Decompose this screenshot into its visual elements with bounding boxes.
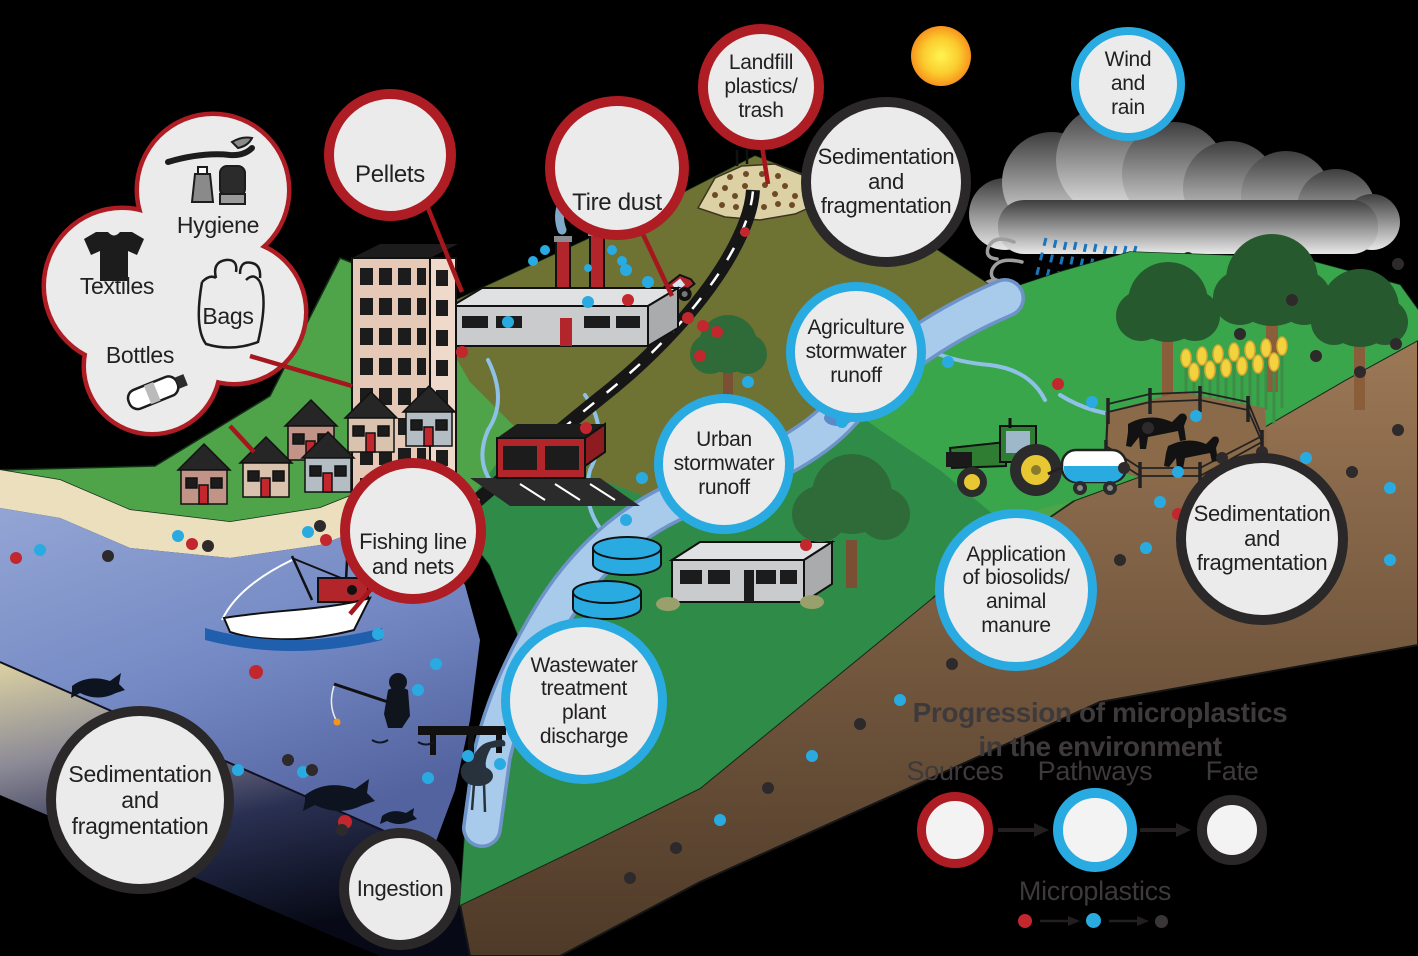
legend: Progression of microplastics in the envi… — [878, 696, 1322, 954]
microplastic-dots — [10, 227, 1404, 884]
water-tank — [1047, 448, 1128, 495]
bubble-sedimentation-bottom: Sedimentation and fragmentation — [46, 706, 234, 894]
legend-microplastics-label: Microplastics — [1018, 876, 1172, 906]
bubble-fishing-line: Fishing line and nets — [340, 458, 486, 604]
bubble-pellets: Pellets — [324, 89, 456, 221]
legend-fate-circle — [1197, 795, 1267, 865]
bubble-wastewater: Wastewater treatment plant discharge — [501, 618, 667, 784]
treatment-plant — [572, 536, 836, 620]
cluster-label-textiles: Textiles — [79, 273, 155, 299]
cluster-label-hygiene: Hygiene — [176, 212, 260, 238]
legend-dot-arrow — [1040, 916, 1080, 926]
heron-icon — [460, 739, 506, 813]
fishing-boat — [205, 541, 382, 651]
legend-sources-circle — [917, 792, 993, 868]
toothbrush-icon — [165, 136, 255, 165]
legend-arrow — [998, 823, 1049, 837]
commercial-building — [470, 422, 640, 506]
legend-dot-red — [1018, 914, 1032, 928]
bubble-sedimentation-right: Sedimentation and fragmentation — [1176, 453, 1348, 625]
bubble-agriculture-runoff: Agriculture stormwater runoff — [786, 282, 926, 422]
legend-dot-blue — [1086, 913, 1101, 928]
bubble-landfill: Landfill plastics/ trash — [698, 24, 824, 150]
legend-dot-arrow — [1109, 916, 1149, 926]
trees — [690, 234, 1408, 588]
legend-pathways-circle — [1053, 788, 1137, 872]
bubble-tire-dust: Tire dust — [545, 96, 689, 240]
sources-cluster — [41, 111, 309, 437]
bubble-ingestion: Ingestion — [339, 828, 461, 950]
hygiene-products-icon — [190, 165, 246, 205]
cluster-label-bottles: Bottles — [105, 342, 175, 368]
cow-icon — [1126, 413, 1219, 469]
factory — [448, 113, 682, 348]
bubble-wind-rain: Wind and rain — [1071, 27, 1185, 141]
bubble-biosolids: Application of biosolids/ animal manure — [935, 509, 1097, 671]
fish-icon — [71, 673, 417, 824]
fisherman — [330, 673, 506, 757]
cluster-label-bags: Bags — [202, 303, 254, 329]
legend-label-fate: Fate — [1205, 756, 1259, 786]
bottle-icon — [126, 374, 188, 411]
legend-label-sources: Sources — [906, 756, 1004, 786]
bubble-sedimentation-top: Sedimentation and fragmentation — [801, 97, 971, 267]
tractor — [946, 418, 1062, 497]
legend-dot-dark — [1155, 915, 1168, 928]
storm-cloud — [969, 104, 1400, 254]
bubble-urban-runoff: Urban stormwater runoff — [654, 394, 794, 534]
bag-icon — [197, 258, 265, 349]
leader-lines — [228, 145, 771, 616]
legend-title: Progression of microplastics in the envi… — [912, 697, 1288, 762]
sun-icon — [911, 26, 971, 86]
legend-arrow — [1140, 823, 1191, 837]
shirt-icon — [84, 232, 144, 281]
houses — [176, 384, 457, 505]
legend-label-pathways: Pathways — [1037, 756, 1153, 786]
